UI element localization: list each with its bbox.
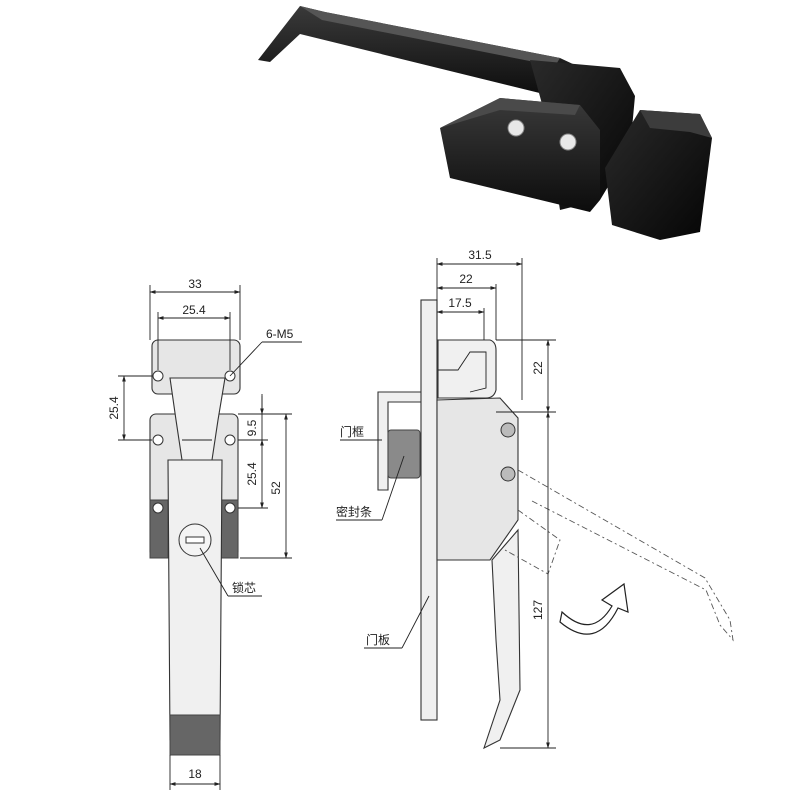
side-view: 31.5 22 17.5 22 127 门框 密封条 门板 xyxy=(336,248,734,750)
front-view: 33 25.4 6-M5 25.4 9.5 25.4 52 锁芯 xyxy=(107,277,302,790)
hole xyxy=(152,370,164,382)
hole xyxy=(224,434,236,446)
dim-right-22: 22 xyxy=(531,361,545,375)
hole xyxy=(224,502,236,514)
hole xyxy=(152,502,164,514)
dim-hole-spacing-left: 25.4 xyxy=(107,396,121,420)
seal-strip xyxy=(387,429,421,479)
front-lever xyxy=(167,459,223,756)
hole xyxy=(152,434,164,446)
dim-hole-spacing-top: 25.4 xyxy=(182,303,206,317)
photo-keeper xyxy=(605,110,712,240)
label-seal-strip: 密封条 xyxy=(336,504,372,519)
dim-top-31-5: 31.5 xyxy=(468,248,492,262)
screw-head xyxy=(500,422,516,438)
side-lever xyxy=(483,528,521,750)
open-position-outline xyxy=(517,469,734,642)
rotation-arrow-icon xyxy=(559,582,629,635)
photo-screw-1 xyxy=(507,119,525,137)
dim-bottom-width: 18 xyxy=(188,767,202,781)
dim-gap: 9.5 xyxy=(245,419,259,436)
side-body xyxy=(436,397,519,561)
dim-width-overall: 33 xyxy=(188,277,202,291)
photo-screw-2 xyxy=(559,133,577,151)
side-keeper xyxy=(437,339,497,399)
dim-hole-spacing-mid: 25.4 xyxy=(245,462,259,486)
thread-label: 6-M5 xyxy=(266,327,294,341)
screw-head xyxy=(500,466,516,482)
dim-height-52: 52 xyxy=(269,481,283,495)
photo-lever xyxy=(258,6,590,98)
product-photo xyxy=(258,6,712,240)
label-lock-core: 锁芯 xyxy=(232,580,256,595)
photo-base xyxy=(440,98,600,212)
dim-top-17-5: 17.5 xyxy=(448,296,472,310)
label-door-frame: 门框 xyxy=(340,424,364,439)
label-door-panel: 门板 xyxy=(366,632,390,647)
door-panel xyxy=(420,299,438,721)
dim-top-22: 22 xyxy=(459,272,473,286)
dim-length-127: 127 xyxy=(531,600,545,620)
